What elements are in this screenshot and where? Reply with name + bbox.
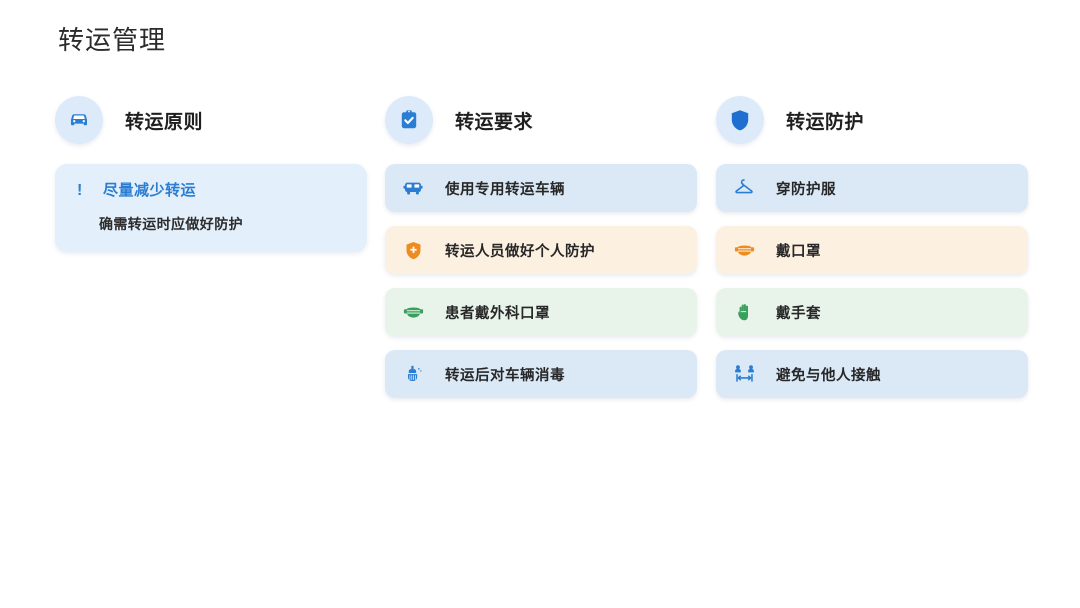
bus-icon xyxy=(401,176,425,200)
list-item[interactable]: 戴口罩 xyxy=(716,226,1028,274)
list-item-label: 戴手套 xyxy=(776,305,821,322)
mask-icon xyxy=(732,238,756,262)
column-protection: 转运防护 穿防护服 戴口罩 xyxy=(716,96,1028,412)
glove-hand-icon xyxy=(732,300,756,324)
clipboard-check-icon xyxy=(385,96,433,144)
spray-clean-icon xyxy=(401,362,425,386)
principle-card[interactable]: ! 尽量减少转运 确需转运时应做好防护 xyxy=(55,164,367,252)
column-title-requirements: 转运要求 xyxy=(455,111,534,133)
principle-card-top: ! 尽量减少转运 xyxy=(73,182,347,200)
mask-icon xyxy=(401,300,425,324)
column-header-principles: 转运原则 xyxy=(55,96,367,144)
list-item[interactable]: 患者戴外科口罩 xyxy=(385,288,697,336)
column-title-protection: 转运防护 xyxy=(786,111,865,133)
list-item-label: 避免与他人接触 xyxy=(776,367,881,384)
shield-cross-icon xyxy=(401,238,425,262)
principle-title: 尽量减少转运 xyxy=(103,183,197,199)
list-item[interactable]: 穿防护服 xyxy=(716,164,1028,212)
column-principles: 转运原则 ! 尽量减少转运 确需转运时应做好防护 xyxy=(55,96,367,252)
column-header-requirements: 转运要求 xyxy=(385,96,697,144)
list-item[interactable]: 转运后对车辆消毒 xyxy=(385,350,697,398)
exclamation-icon: ! xyxy=(77,182,83,199)
list-item[interactable]: 使用专用转运车辆 xyxy=(385,164,697,212)
column-title-principles: 转运原则 xyxy=(125,111,204,133)
column-requirements: 转运要求 使用专用转运车辆 xyxy=(385,96,697,412)
car-icon xyxy=(55,96,103,144)
list-item[interactable]: 避免与他人接触 xyxy=(716,350,1028,398)
list-item-label: 穿防护服 xyxy=(776,181,836,198)
list-item-label: 使用专用转运车辆 xyxy=(445,181,565,198)
list-item[interactable]: 戴手套 xyxy=(716,288,1028,336)
gown-hanger-icon xyxy=(732,176,756,200)
list-item-label: 转运后对车辆消毒 xyxy=(445,367,565,384)
list-item[interactable]: 转运人员做好个人防护 xyxy=(385,226,697,274)
column-header-protection: 转运防护 xyxy=(716,96,1028,144)
list-item-label: 患者戴外科口罩 xyxy=(445,305,550,322)
principle-subtitle: 确需转运时应做好防护 xyxy=(99,218,243,233)
social-distance-icon xyxy=(732,362,756,386)
list-item-label: 转运人员做好个人防护 xyxy=(445,243,595,260)
page-title: 转运管理 xyxy=(58,26,167,55)
shield-icon xyxy=(716,96,764,144)
list-item-label: 戴口罩 xyxy=(776,243,821,260)
